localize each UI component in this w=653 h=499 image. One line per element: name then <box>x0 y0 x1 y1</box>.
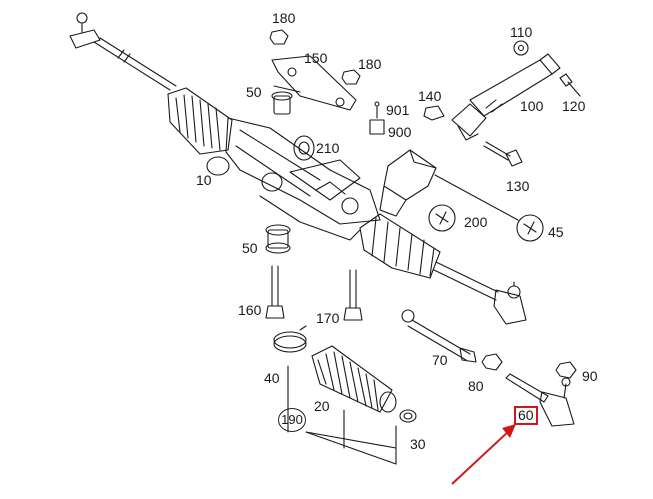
part-label-170[interactable]: 170 <box>316 310 340 326</box>
part-label-180-right[interactable]: 180 <box>358 56 382 72</box>
part-label-150[interactable]: 150 <box>304 50 328 66</box>
part-label-100[interactable]: 100 <box>520 98 544 114</box>
clamp-40[interactable] <box>273 325 307 353</box>
bushing-50-upper[interactable] <box>271 91 293 115</box>
nut-180-top[interactable] <box>269 29 289 45</box>
part-label-210[interactable]: 210 <box>316 140 340 156</box>
part-label-120[interactable]: 120 <box>562 98 586 114</box>
part-label-140[interactable]: 140 <box>418 88 442 104</box>
nut-140[interactable] <box>423 105 445 121</box>
nut-90[interactable] <box>555 361 577 379</box>
inner-tie-rod-70[interactable] <box>401 309 477 363</box>
right-tie-rod-end-assembled[interactable] <box>493 281 527 325</box>
part-label-190[interactable]: 190 <box>278 408 306 432</box>
part-label-70[interactable]: 70 <box>432 352 448 368</box>
part-label-160[interactable]: 160 <box>238 302 262 318</box>
valve-body[interactable] <box>379 149 544 242</box>
part-label-200[interactable]: 200 <box>464 214 488 230</box>
clip-900[interactable] <box>369 101 385 135</box>
part-label-901[interactable]: 901 <box>386 102 410 118</box>
bolt-130[interactable] <box>483 141 523 167</box>
outer-tie-rod-end-60[interactable] <box>505 373 575 427</box>
bracket-150[interactable] <box>271 55 357 111</box>
part-label-50-upper[interactable]: 50 <box>246 84 262 100</box>
part-label-40[interactable]: 40 <box>264 370 280 386</box>
part-label-130[interactable]: 130 <box>506 178 530 194</box>
washer-110[interactable] <box>513 40 529 56</box>
bolt-120[interactable] <box>559 73 581 97</box>
bolt-170[interactable] <box>343 269 363 321</box>
part-label-50-lower[interactable]: 50 <box>242 240 258 256</box>
steering-rack-housing[interactable] <box>167 87 381 241</box>
clamp-30[interactable] <box>399 409 417 423</box>
part-label-90[interactable]: 90 <box>582 368 598 384</box>
bushing-210[interactable] <box>293 135 315 161</box>
bellows-20[interactable] <box>311 345 397 413</box>
steering-shaft-joint[interactable] <box>451 53 561 141</box>
part-label-45[interactable]: 45 <box>548 224 564 240</box>
part-label-20[interactable]: 20 <box>314 398 330 414</box>
part-label-900[interactable]: 900 <box>388 124 412 140</box>
bushing-50-lower[interactable] <box>265 224 291 254</box>
part-label-30[interactable]: 30 <box>410 436 426 452</box>
right-bellows[interactable] <box>359 213 499 301</box>
nut-180-right[interactable] <box>341 69 361 85</box>
nut-80[interactable] <box>481 353 503 371</box>
left-tie-rod-end[interactable] <box>69 12 177 91</box>
part-label-110[interactable]: 110 <box>510 24 533 40</box>
part-label-60-highlighted[interactable]: 60 <box>514 406 538 425</box>
part-label-80[interactable]: 80 <box>468 378 484 394</box>
bolt-160[interactable] <box>265 265 285 319</box>
part-label-10[interactable]: 10 <box>196 172 212 188</box>
highlight-arrow <box>451 424 516 485</box>
part-label-180-top[interactable]: 180 <box>272 10 296 26</box>
